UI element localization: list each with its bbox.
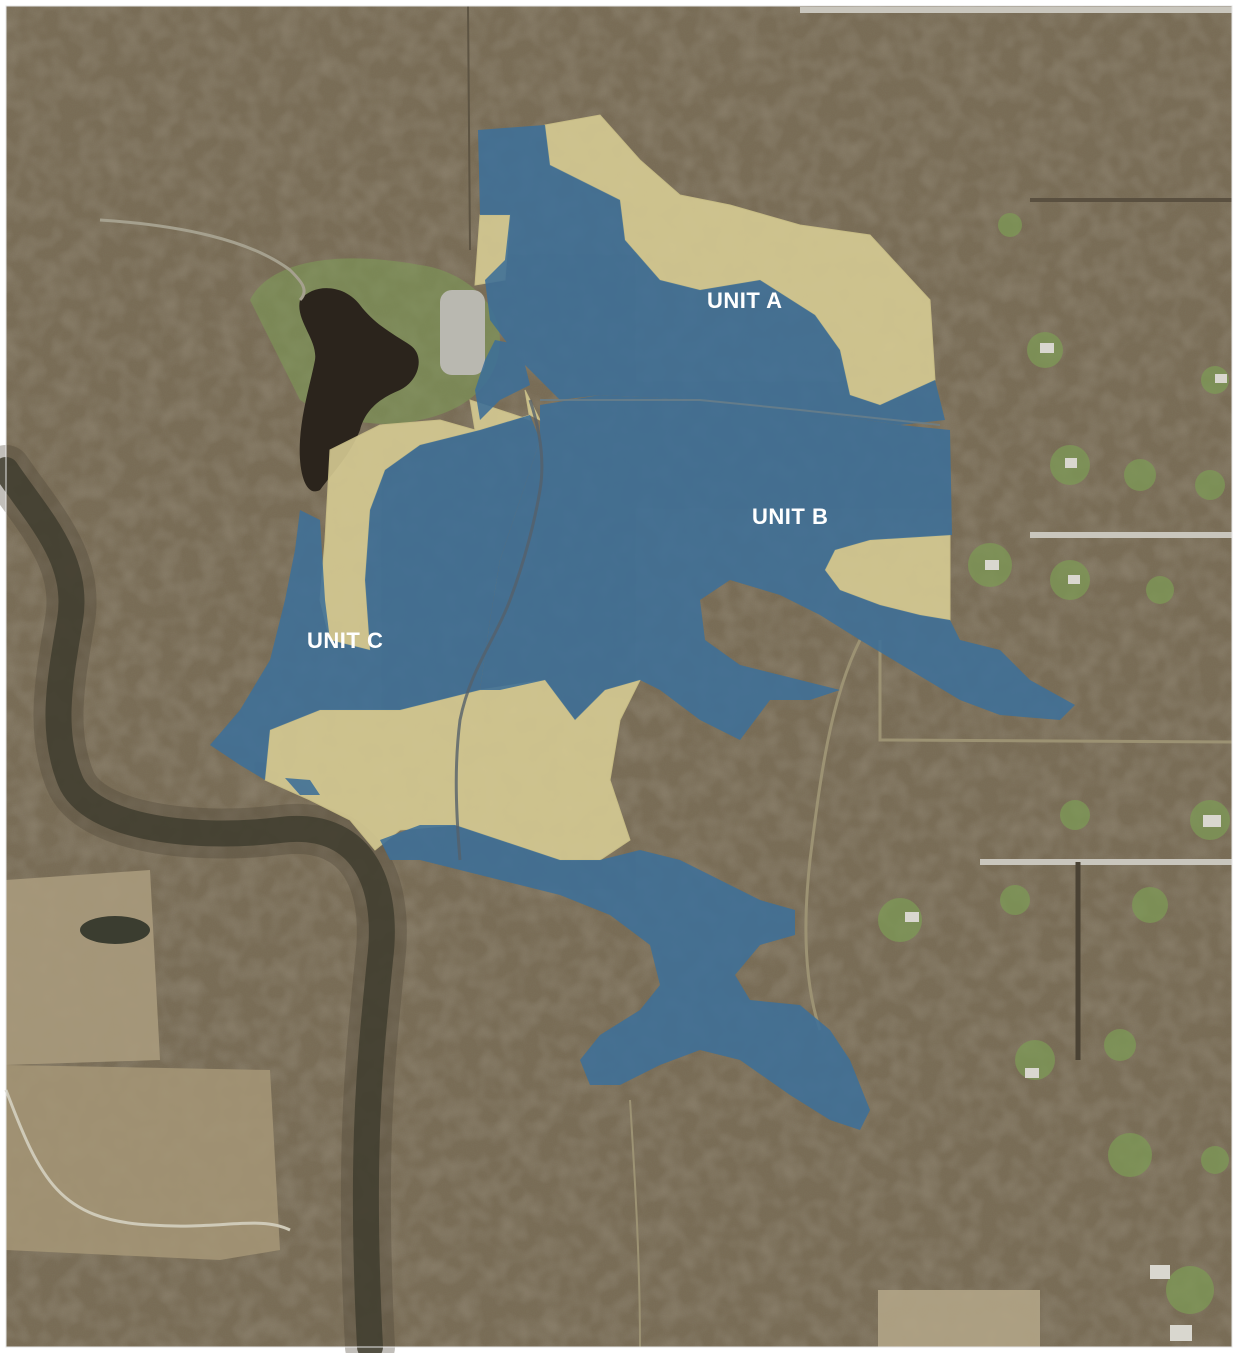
trail-south-2 [629, 1099, 641, 1348]
trail-through-units [454, 399, 544, 861]
open-field-southwest-lower [6, 1065, 280, 1260]
blue-area-river-sliver [285, 778, 320, 795]
blue-area-unit-c [210, 415, 540, 780]
trail-east [878, 640, 1233, 744]
parking-lot [440, 290, 485, 375]
blue-area-pond-strip [475, 340, 530, 420]
small-pond-west [80, 916, 150, 944]
houses [905, 343, 1227, 1341]
unit-a-label: UNIT A [707, 288, 783, 313]
park-road [99, 218, 306, 302]
unit-c-label: UNIT C [307, 628, 383, 653]
blue-area-unit-b [480, 395, 1075, 740]
lake [299, 288, 419, 492]
unit-tan-areas [264, 114, 951, 861]
unit-blue-areas [210, 125, 1075, 1130]
river [0, 457, 395, 1353]
map-border [5, 5, 1233, 1348]
unit-b-label: UNIT B [752, 504, 828, 529]
trail-west [4, 1089, 291, 1232]
river-bank-shadow [0, 445, 407, 1353]
trail-south [804, 639, 862, 1031]
open-field-southwest [6, 870, 160, 1065]
open-field-southeast [878, 1290, 1040, 1347]
blue-area-south-arm [380, 825, 870, 1130]
trail-north [467, 5, 471, 251]
blue-area-unit-a [478, 125, 945, 425]
unit-boundary-line [540, 399, 941, 426]
